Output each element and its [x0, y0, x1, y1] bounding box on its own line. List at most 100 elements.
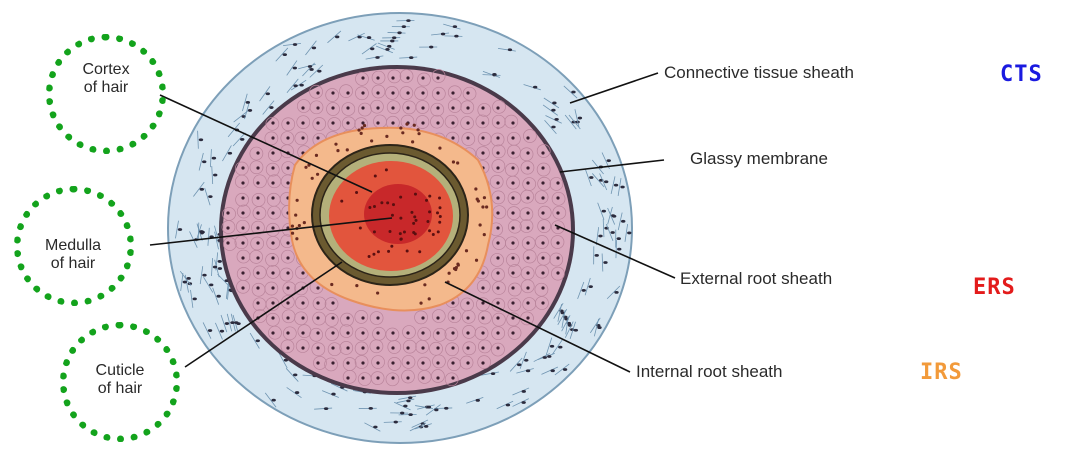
ers-nucleus	[256, 196, 259, 199]
ers-nucleus	[481, 136, 484, 139]
irs-nucleus	[291, 232, 294, 235]
ers-nucleus	[541, 166, 544, 169]
ers-nucleus	[316, 286, 319, 289]
connective-nucleus	[367, 36, 371, 39]
ers-nucleus	[301, 121, 304, 124]
connective-nucleus	[554, 118, 558, 121]
ers-nucleus	[346, 316, 349, 319]
connective-nucleus	[614, 184, 618, 187]
cortex-label: Cortex of hair	[66, 61, 146, 96]
ers-nucleus	[361, 76, 364, 79]
cortex-nucleus	[428, 210, 431, 213]
ers-nucleus	[406, 331, 409, 334]
irs-nucleus	[417, 132, 420, 135]
ers-nucleus	[301, 316, 304, 319]
ers-nucleus	[271, 196, 274, 199]
irs-nucleus	[360, 132, 363, 135]
irs-nucleus	[330, 283, 333, 286]
ers-nucleus	[316, 121, 319, 124]
ers-nucleus	[286, 256, 289, 259]
ers-nucleus	[526, 241, 529, 244]
connective-nucleus	[617, 248, 621, 251]
ers-nucleus	[241, 166, 244, 169]
connective-nucleus	[331, 393, 335, 396]
ers-nucleus	[511, 166, 514, 169]
cortex-label-line1: Cortex	[66, 61, 146, 79]
irs-nucleus	[346, 148, 349, 151]
ers-nucleus	[496, 241, 499, 244]
ers-nucleus	[256, 241, 259, 244]
ers-nucleus	[526, 136, 529, 139]
cortex-nucleus	[385, 168, 388, 171]
cortex-nucleus	[372, 253, 375, 256]
connective-nucleus	[192, 297, 196, 300]
cortex-nucleus	[428, 229, 431, 232]
ers-nucleus	[496, 151, 499, 154]
cortex-nucleus	[439, 215, 442, 218]
irs-nucleus	[303, 221, 306, 224]
ers-nucleus	[331, 346, 334, 349]
ers-nucleus	[541, 151, 544, 154]
connective-nucleus	[621, 220, 625, 223]
irs-nucleus	[355, 284, 358, 287]
ers-nucleus	[556, 241, 559, 244]
ers-nucleus	[526, 196, 529, 199]
cortex-nucleus	[432, 233, 435, 236]
connective-nucleus	[563, 368, 567, 371]
connective-nucleus	[271, 399, 275, 402]
external-root-sheath-label: External root sheath	[680, 270, 832, 289]
ers-nucleus	[376, 331, 379, 334]
cortex-nucleus	[399, 217, 402, 220]
connective-nucleus	[230, 321, 234, 324]
connective-nucleus	[551, 126, 555, 129]
ers-nucleus	[421, 346, 424, 349]
ers-nucleus	[376, 361, 379, 364]
connective-nucleus	[454, 35, 458, 38]
connective-nucleus	[199, 230, 203, 233]
connective-nucleus	[571, 91, 575, 94]
connective-nucleus	[429, 46, 433, 49]
ers-nucleus	[466, 301, 469, 304]
cortex-nucleus	[388, 230, 391, 233]
ers-nucleus	[496, 196, 499, 199]
irs-nucleus	[419, 302, 422, 305]
ers-nucleus	[286, 286, 289, 289]
ers-nucleus	[436, 76, 439, 79]
ers-nucleus	[451, 136, 454, 139]
irs-nucleus	[413, 124, 416, 127]
connective-nucleus	[578, 117, 582, 120]
ers-nucleus	[361, 331, 364, 334]
ers-nucleus	[406, 106, 409, 109]
connective-nucleus	[524, 359, 528, 362]
irs-nucleus	[465, 249, 468, 252]
connective-nucleus	[373, 426, 377, 429]
connective-nucleus	[202, 160, 206, 163]
ers-nucleus	[301, 331, 304, 334]
connective-nucleus	[220, 330, 224, 333]
connective-nucleus	[269, 106, 273, 109]
ers-nucleus	[271, 166, 274, 169]
connective-nucleus	[543, 356, 547, 359]
connective-nucleus	[397, 31, 401, 34]
connective-nucleus	[492, 73, 496, 76]
connective-nucleus	[551, 109, 555, 112]
ers-nucleus	[256, 271, 259, 274]
ers-nucleus	[391, 76, 394, 79]
connective-nucleus	[517, 363, 521, 366]
ers-nucleus	[541, 211, 544, 214]
ers-nucleus	[481, 121, 484, 124]
ers-nucleus	[256, 151, 259, 154]
irs-nucleus	[457, 263, 460, 266]
ers-nucleus	[331, 121, 334, 124]
ers-nucleus	[316, 91, 319, 94]
ers-nucleus	[406, 346, 409, 349]
ers-nucleus	[451, 106, 454, 109]
ers-nucleus	[301, 106, 304, 109]
cortex-nucleus	[414, 193, 417, 196]
ers-nucleus	[241, 271, 244, 274]
ers-nucleus	[391, 91, 394, 94]
ers-nucleus	[451, 301, 454, 304]
irs-nucleus	[411, 140, 414, 143]
connective-nucleus	[589, 176, 593, 179]
irs-nucleus	[452, 160, 455, 163]
